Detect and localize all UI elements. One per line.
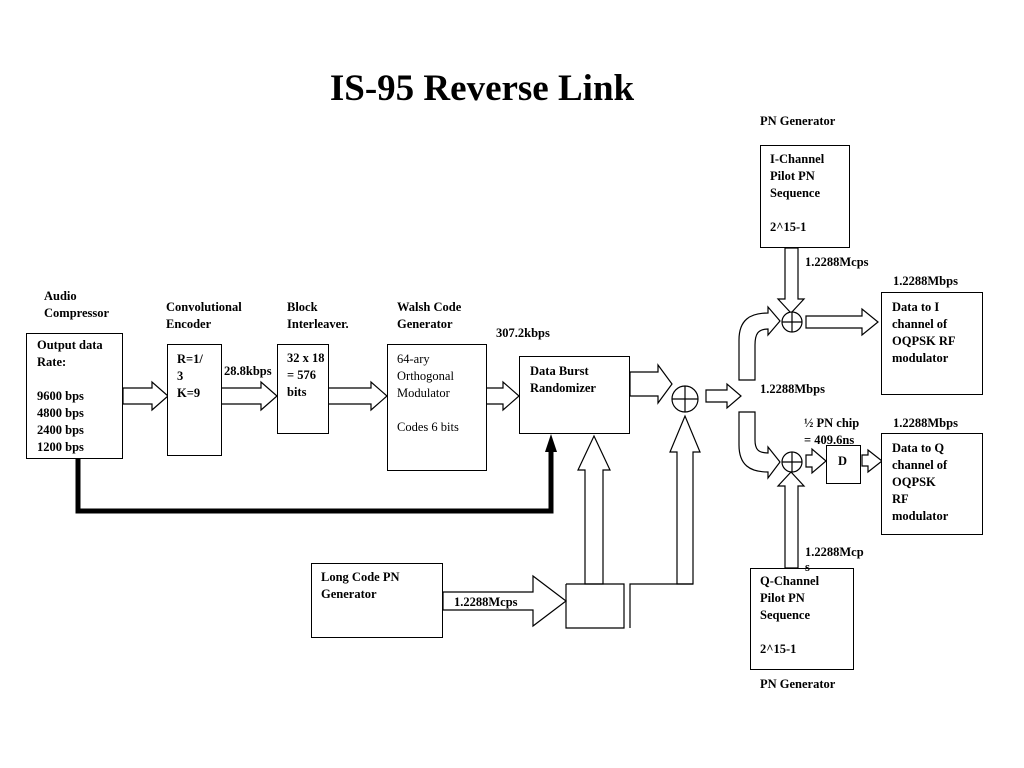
half-chip-label: ½ PN chip = 409.6ns <box>804 416 860 447</box>
audio-compressor-block: Output data Rate: 9600 bps 4800 bps 2400… <box>26 333 123 459</box>
audio-compressor-header: Audio Compressor <box>44 289 110 320</box>
conv-encoder-header: Convolutional Encoder <box>166 300 242 331</box>
arrow-i-pn-down <box>776 247 806 314</box>
q-output-block: Data to Q channel of OQPSK RF modulator <box>881 433 983 535</box>
i-pn-block: I-Channel Pilot PN Sequence 2^15-1 <box>760 145 850 248</box>
arrow-mux-to-xor <box>669 414 701 585</box>
i-output-text: Data to I channel of OQPSK RF modulator <box>892 300 956 365</box>
conv-encoder-text: R=1/ 3 K=9 <box>177 352 203 400</box>
rate-label-long-mcps: 1.2288Mcps <box>454 595 518 609</box>
arrow-q-xor-to-delay <box>805 447 827 475</box>
mux-box-right <box>629 583 693 628</box>
rate-feedback-line <box>75 452 554 514</box>
q-pn-footer: PN Generator <box>760 677 836 691</box>
xor-q-channel-icon <box>781 451 803 473</box>
interleaver-header: Block Interleaver. <box>287 300 349 331</box>
i-pn-header: PN Generator <box>760 114 836 128</box>
rate-label-mid-mbps: 1.2288Mbps <box>760 382 825 396</box>
arrow-i-xor-to-output <box>805 307 879 337</box>
mux-box-left <box>565 583 625 629</box>
conv-encoder-block: R=1/ 3 K=9 <box>167 344 222 456</box>
arrow-interleaver-to-walsh <box>327 380 388 412</box>
arrow-q-pn-up <box>776 471 806 569</box>
arrow-long-code-to-mux <box>442 574 567 628</box>
arrow-audio-to-conv <box>122 380 169 412</box>
arrow-mux-to-randomizer <box>577 434 611 585</box>
arrow-conv-to-interleaver <box>220 380 278 412</box>
xor-main-icon <box>671 385 699 413</box>
delay-block: D <box>826 445 861 484</box>
long-code-block: Long Code PN Generator <box>311 563 443 638</box>
rate-label-q-mcps: 1.2288Mcp s <box>805 545 864 574</box>
i-pn-text: I-Channel Pilot PN Sequence 2^15-1 <box>770 152 825 234</box>
q-output-text: Data to Q channel of OQPSK RF modulator <box>892 441 949 523</box>
audio-compressor-text: Output data Rate: 9600 bps 4800 bps 2400… <box>37 338 103 454</box>
walsh-block: 64-ary Orthogonal Modulator Codes 6 bits <box>387 344 487 471</box>
randomizer-block: Data Burst Randomizer <box>519 356 630 434</box>
page-title: IS-95 Reverse Link <box>329 68 635 109</box>
long-code-text: Long Code PN Generator <box>321 570 400 601</box>
rate-label-q-mbps: 1.2288Mbps <box>893 416 958 430</box>
arrow-split-to-q <box>738 411 781 480</box>
walsh-text: 64-ary Orthogonal Modulator Codes 6 bits <box>397 352 459 434</box>
rate-feedback-arrowhead <box>545 434 557 452</box>
arrow-walsh-to-randomizer <box>485 380 520 412</box>
rate-label-i-mcps: 1.2288Mcps <box>805 255 869 269</box>
rate-label-28-8kbps: 28.8kbps <box>224 364 272 378</box>
interleaver-text: 32 x 18 = 576 bits <box>287 351 325 399</box>
walsh-header: Walsh Code Generator <box>397 300 462 331</box>
delay-text: D <box>838 454 848 468</box>
arrow-randomizer-to-xor <box>629 363 673 405</box>
rate-label-i-mbps: 1.2288Mbps <box>893 274 958 288</box>
randomizer-text: Data Burst Randomizer <box>530 364 596 395</box>
xor-i-channel-icon <box>781 311 803 333</box>
interleaver-block: 32 x 18 = 576 bits <box>277 344 329 434</box>
q-pn-text: Q-Channel Pilot PN Sequence 2^15-1 <box>760 574 820 656</box>
rate-label-307-2kbps: 307.2kbps <box>496 326 550 340</box>
arrow-split-to-i <box>738 305 781 381</box>
i-output-block: Data to I channel of OQPSK RF modulator <box>881 292 983 395</box>
arrow-delay-to-q-output <box>861 448 883 474</box>
arrow-xor-to-split <box>705 382 742 410</box>
q-pn-block: Q-Channel Pilot PN Sequence 2^15-1 <box>750 568 854 670</box>
